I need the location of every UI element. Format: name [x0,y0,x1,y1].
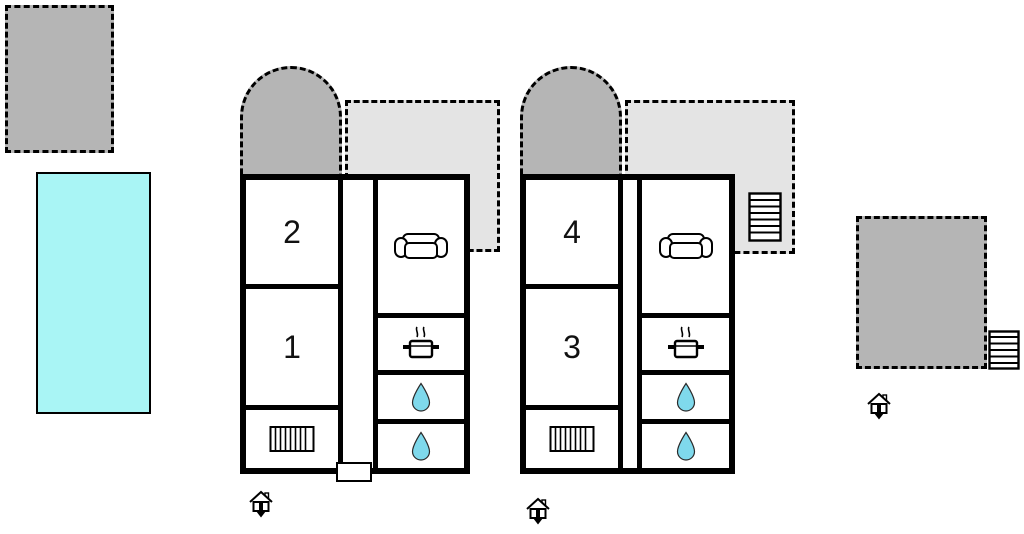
radiator-icon [549,426,595,452]
kitchen-unit-2 [637,318,729,375]
sofa-icon [394,232,448,259]
stove-pot-icon [667,326,704,359]
entrance-canopy-unit-2 [520,66,622,178]
house-unit-2: 4 3 [520,174,735,474]
bathroom-2-unit-2 [637,424,729,468]
entrance-house-icon [867,392,891,420]
radiator-icon [269,426,315,452]
entrance-canopy-unit-1 [240,66,342,178]
living-room-unit-2 [637,180,729,318]
house-unit-1: 2 1 [240,174,470,482]
room-1: 1 [246,289,343,410]
stairs-icon [748,192,782,242]
terrace-right [856,216,987,369]
terrace-right-stairs [988,330,1020,375]
room-2-label: 2 [283,213,301,250]
entrance-door-unit-1 [336,462,372,482]
water-drop-icon [676,431,695,461]
stove-pot-icon [403,326,439,359]
stairs-icon [988,330,1020,370]
patio-stairs-unit-2 [748,192,782,247]
bathroom-1-unit-1 [373,375,464,424]
water-drop-icon [411,431,431,461]
utility-room-unit-2 [526,410,623,468]
entrance-marker-unit-2 [526,497,550,530]
room-3-label: 3 [563,328,581,365]
utility-room-unit-1 [246,410,343,468]
terrace-top-left [5,5,114,153]
entrance-marker-terrace-right [867,392,891,425]
room-1-label: 1 [283,328,301,365]
sofa-icon [658,232,713,259]
entrance-house-icon [526,497,550,525]
entrance-marker-unit-1 [249,490,273,523]
water-drop-icon [676,382,695,412]
room-4: 4 [526,180,623,289]
entrance-house-icon [249,490,273,518]
room-3: 3 [526,289,623,410]
water-drop-icon [411,382,431,412]
room-2: 2 [246,180,343,289]
living-room-unit-1 [373,180,464,318]
bathroom-1-unit-2 [637,375,729,424]
bathroom-2-unit-1 [373,424,464,468]
room-4-label: 4 [563,213,581,250]
swimming-pool [36,172,151,414]
kitchen-unit-1 [373,318,464,375]
